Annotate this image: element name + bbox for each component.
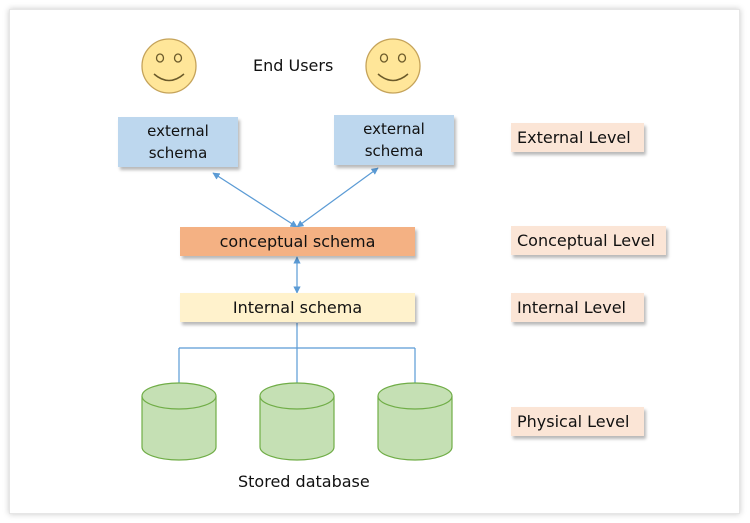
physical-level-label: Physical Level (511, 407, 644, 436)
stored-database-label: Stored database (238, 472, 370, 491)
smiley-face-icon (365, 38, 421, 94)
end-users-label: End Users (253, 56, 334, 75)
database-cylinder-icon (141, 382, 217, 461)
internal-schema-box: Internal schema (180, 293, 415, 322)
database-cylinder-icon (377, 382, 453, 461)
arrow-external1-conceptual (212, 172, 298, 228)
database-connector (178, 323, 416, 385)
external-schema-box: external schema (118, 117, 238, 167)
conceptual-schema-box: conceptual schema (180, 227, 415, 256)
external-level-label: External Level (511, 123, 644, 152)
external-schema-box: external schema (334, 115, 454, 165)
database-cylinder-icon (259, 382, 335, 461)
internal-level-label: Internal Level (511, 293, 644, 322)
smiley-face-icon (141, 38, 197, 94)
conceptual-level-label: Conceptual Level (511, 226, 666, 255)
arrow-external2-conceptual (296, 167, 379, 228)
